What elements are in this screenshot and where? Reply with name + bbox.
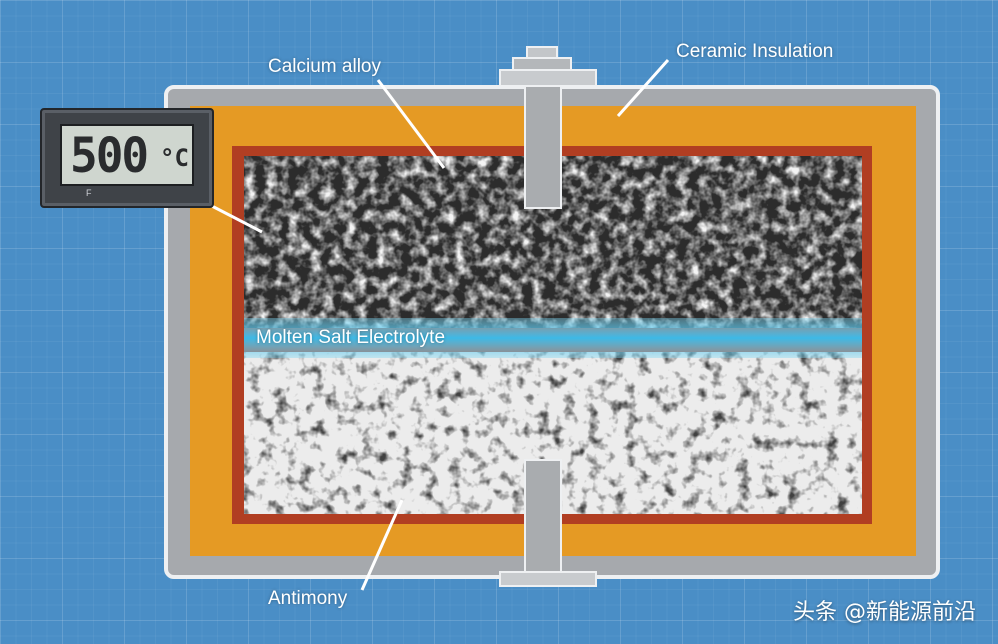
molten-salt-electrolyte-band [244, 318, 862, 358]
antimony-leader [360, 499, 404, 591]
thermometer-f-mark: F [86, 188, 92, 198]
antimony-label: Antimony [268, 588, 348, 609]
top-electrode-rod [524, 85, 562, 209]
bottom-electrode-rod [524, 459, 562, 579]
watermark: 头条 @新能源前沿 [793, 600, 976, 625]
thermometer-leader [207, 202, 263, 234]
calcium-alloy-leader [376, 79, 446, 169]
thermometer-display: 500 °C [60, 124, 194, 186]
temperature-unit: °C [160, 144, 189, 172]
calcium-alloy-label: Calcium alloy [268, 56, 381, 77]
bottom-terminal-plate [499, 571, 597, 587]
temperature-value: 500 [70, 126, 149, 184]
top-terminal-plate [499, 69, 597, 87]
ceramic-insulation-label: Ceramic Insulation [676, 41, 834, 62]
molten-salt-electrolyte-label: Molten Salt Electrolyte [256, 327, 446, 348]
ceramic-insulation-leader [616, 59, 670, 117]
digital-thermometer: 500 °C F [40, 108, 214, 208]
